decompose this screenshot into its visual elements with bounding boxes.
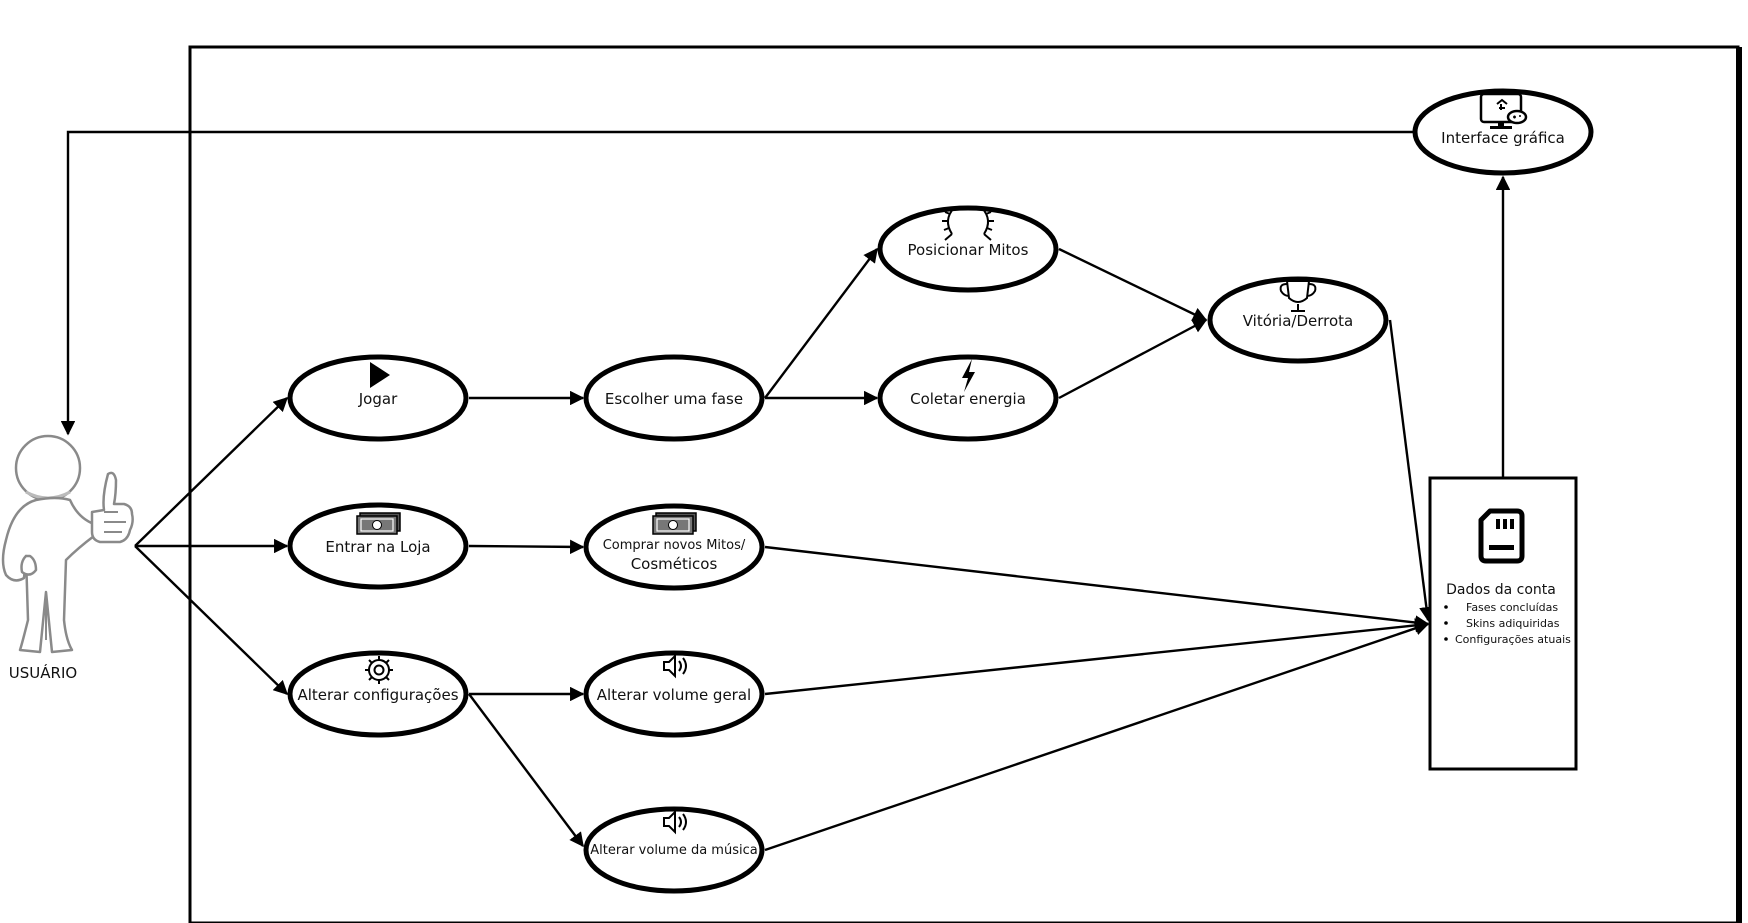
escolher-label: Escolher uma fase [605,390,743,408]
account-item: Configurações atuais [1455,633,1571,646]
system-boundary-shadow [1736,47,1742,923]
edge-vitoria-account [1388,319,1434,622]
account-title: Dados da conta [1446,582,1556,598]
volume-musica-label: Alterar volume da música [590,843,757,858]
speaker-icon [663,653,687,679]
comprar-label-line2: Cosméticos [631,555,718,573]
thumbs-up-person-icon [1,434,134,654]
actor-label: USUÁRIO [9,663,77,682]
monitor-gamepad-icon [1479,92,1528,129]
edge-comprar-account [764,545,1430,630]
edge-volume-musica-account [764,621,1430,852]
edge-user-config [134,545,289,696]
account-items: Fases concluídas Skins adiquiridas Confi… [1444,601,1571,646]
use-case-alterar-configuracoes: Alterar configurações [287,650,469,738]
use-case-coletar-energia: Coletar energia [877,354,1059,442]
volume-geral-label: Alterar volume geral [597,686,751,704]
edges [60,130,1511,852]
edge-config-volume-musica [468,693,584,848]
edge-escolher-posicionar [764,247,878,399]
play-icon [370,362,390,388]
gear-icon [365,656,393,684]
config-label: Alterar configurações [297,686,458,704]
edge-volume-geral-account [764,618,1430,696]
edge-coletar-vitoria [1058,318,1208,400]
jogar-label: Jogar [358,390,398,408]
use-case-comprar-mitos: Comprar novos Mitos/ Cosméticos [583,503,765,591]
account-data-box: Dados da conta Fases concluídas Skins ad… [1428,476,1578,771]
use-case-posicionar-mitos: Posicionar Mitos [877,205,1059,293]
use-case-vitoria-derrota: Vitória/Derrota [1207,276,1389,364]
use-case-volume-geral: Alterar volume geral [583,650,765,738]
account-item: Skins adiquiridas [1466,617,1560,630]
money-icon [652,512,697,535]
interface-label: Interface gráfica [1441,129,1565,147]
edge-posicionar-vitoria [1058,247,1208,322]
edge-user-jogar [134,396,289,547]
use-case-interface-grafica: Interface gráfica [1412,88,1594,176]
edge-interface-to-user [60,130,1413,436]
loja-label: Entrar na Loja [325,538,430,556]
speaker-icon [663,809,687,835]
use-case-entrar-loja: Entrar na Loja [287,502,469,590]
actor-usuario: USUÁRIO [1,434,134,682]
use-case-jogar: Jogar [287,354,469,442]
money-icon [356,512,401,535]
lightning-bolt-icon [962,359,975,392]
comprar-label-line1: Comprar novos Mitos/ [603,538,746,553]
account-item: Fases concluídas [1466,601,1558,614]
laurel-wreath-icon [942,207,994,241]
use-case-volume-musica: Alterar volume da música [583,806,765,894]
use-case-escolher-fase: Escolher uma fase [583,354,765,442]
trophy-icon [1279,280,1317,312]
sd-card-icon [1478,508,1525,564]
posicionar-label: Posicionar Mitos [908,241,1029,259]
coletar-label: Coletar energia [910,390,1026,408]
vitoria-label: Vitória/Derrota [1243,312,1354,330]
edge-loja-comprar [468,539,585,555]
